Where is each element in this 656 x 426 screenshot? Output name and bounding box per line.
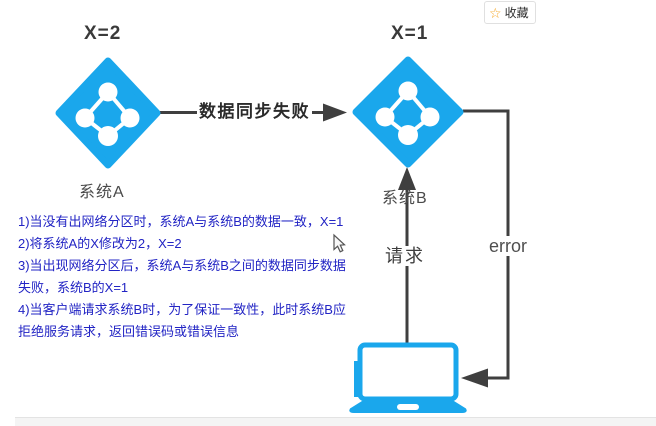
favorite-button-label: 收藏 — [504, 6, 529, 20]
notes-block: 1)当没有出网络分区时，系统A与系统B的数据一致，X=1 2)将系统A的X修改为… — [18, 211, 346, 343]
mouse-cursor-icon — [333, 233, 346, 253]
star-icon: ☆ — [489, 4, 502, 21]
system-b-name-label: 系统B — [382, 190, 428, 207]
note-line: 3)当出现网络分区后，系统A与系统B之间的数据同步数据 — [18, 258, 346, 273]
favorite-button[interactable]: ☆ 收藏 — [484, 1, 536, 24]
note-line: 4)当客户端请求系统B时，为了保证一致性，此时系统B应 — [18, 302, 346, 317]
system-b-node — [352, 56, 464, 168]
note-line: 1)当没有出网络分区时，系统A与系统B的数据一致，X=1 — [18, 214, 344, 229]
laptop-icon — [349, 342, 467, 413]
note-line: 拒绝服务请求，返回错误码或错误信息 — [18, 324, 240, 339]
request-edge-label: 请求 — [383, 246, 427, 266]
system-b-value-label: X=1 — [391, 23, 429, 44]
system-a-name-label: 系统A — [79, 184, 125, 201]
error-edge-label: error — [486, 236, 531, 256]
system-a-node — [55, 57, 161, 169]
note-line: 失败，系统B的X=1 — [18, 280, 129, 295]
request-arrow — [398, 167, 416, 346]
note-line: 2)将系统A的X修改为2，X=2 — [18, 236, 182, 251]
system-a-value-label: X=2 — [84, 23, 122, 44]
bottom-separator — [15, 417, 656, 426]
sync-failure-edge-label: 数据同步失败 — [197, 102, 312, 122]
